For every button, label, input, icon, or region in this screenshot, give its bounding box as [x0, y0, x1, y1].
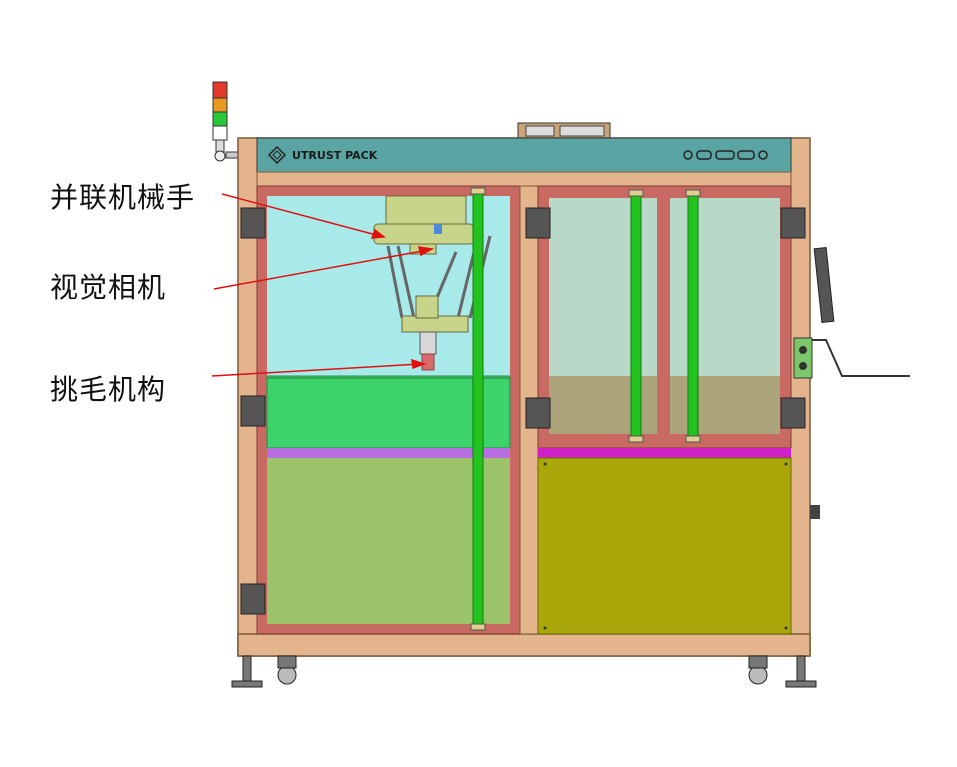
label-vision-camera: 视觉相机 — [50, 271, 167, 304]
bottom-rail — [237, 633, 811, 657]
header-indicators — [683, 150, 768, 160]
left-lower-panel — [267, 458, 510, 624]
green-conveyor-band — [266, 375, 511, 449]
label-picking-mechanism: 挑毛机构 — [50, 373, 167, 406]
brand-name: UTRUST PACK — [292, 149, 378, 162]
right-lower-panel — [537, 457, 792, 635]
signal-tower — [212, 81, 239, 162]
brand-logo: UTRUST PACK — [267, 145, 378, 165]
operator-panel — [793, 247, 910, 519]
green-rods — [470, 187, 701, 631]
callout-arrows — [211, 193, 435, 377]
label-parallel-robot: 并联机械手 — [50, 181, 196, 214]
feet-and-casters — [231, 655, 817, 688]
top-connector-box — [517, 122, 611, 140]
magenta-strip — [538, 448, 791, 458]
header-band — [256, 137, 792, 173]
right-glass-right-lower — [670, 376, 780, 434]
purple-strip — [267, 448, 510, 458]
door-hinges — [240, 207, 806, 615]
parallel-robot — [373, 195, 492, 371]
right-glass-right — [670, 198, 780, 376]
upper-rail — [256, 171, 792, 187]
